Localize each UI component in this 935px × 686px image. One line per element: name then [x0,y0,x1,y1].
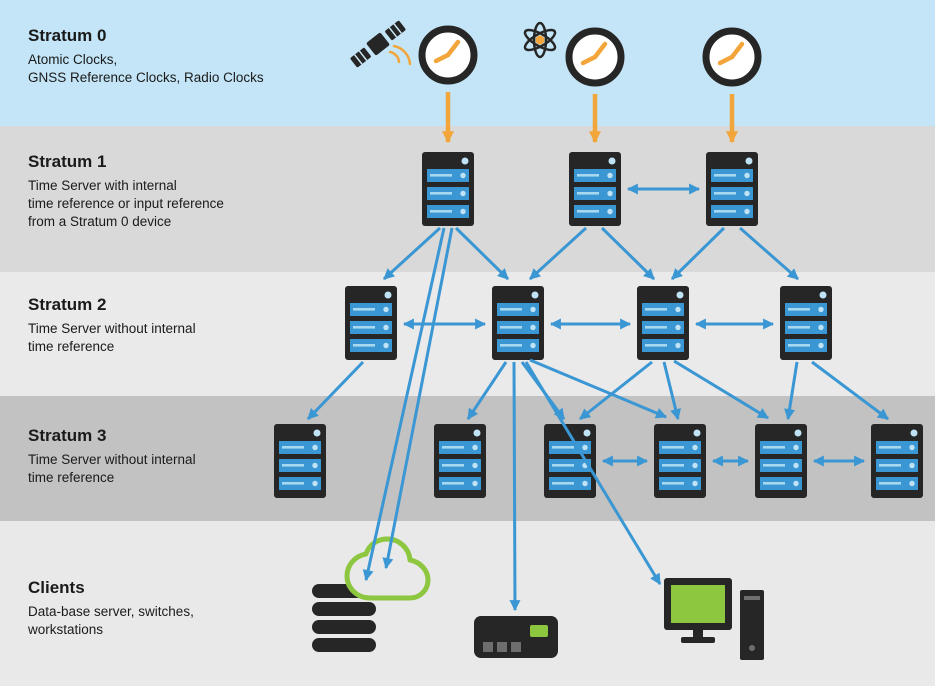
stratum3-server-2 [434,424,486,498]
reference-clock-icon-3 [706,31,758,83]
stratum1-label: Stratum 1 Time Server with internal time… [28,152,224,231]
reference-clock-icon-2 [569,31,621,83]
arrow-s2-4-s3-5 [784,361,799,421]
stratum3-label: Stratum 3 Time Server without internal t… [28,426,196,487]
stratum2-server-4 [780,286,832,360]
stratum2-server-2 [492,286,544,360]
stratum0-desc: Atomic Clocks, GNSS Reference Clocks, Ra… [28,52,264,86]
arrow-s2-3-s3-5 [673,359,769,420]
stratum1-server-1 [422,152,474,226]
band-stratum2 [0,272,935,396]
stratum3-server-1 [274,424,326,498]
arrow-s1-1-s2-2 [454,226,510,281]
stratum1-desc: Time Server with internal time reference… [28,178,224,230]
arrow-s1-1-s2-1 [382,226,442,281]
arrow-s2-3-s3-4 [662,361,681,421]
arrow-s1-1-database [362,227,446,582]
arrow-s2-3-s3-3 [579,360,653,421]
stratum1-title: Stratum 1 [28,152,107,171]
stratum2-server-1 [345,286,397,360]
network-switch-icon [474,616,558,658]
arrow-s2-2-workstation [524,361,662,585]
arrow-s2-4-s3-6 [811,360,889,421]
workstation-icon [664,578,764,660]
arrow-s2-1-s3-1 [306,360,365,421]
stratum3-server-6 [871,424,923,498]
arrow-s1-3-s2-4 [739,226,799,281]
stratum2-title: Stratum 2 [28,295,107,314]
arrow-s1-1-cloud [382,227,454,570]
arrow-s2-2-switch [509,361,521,612]
arrow-s2-2-s3-2 [466,361,508,420]
stratum3-server-5 [755,424,807,498]
gnss-satellite-icon [350,20,412,68]
stratum0-title: Stratum 0 [28,26,107,45]
stratum2-label: Stratum 2 Time Server without internal t… [28,295,196,356]
atomic-clock-icon [523,21,557,59]
clients-desc: Data-base server, switches, workstations [28,604,194,638]
stratum2-server-3 [637,286,689,360]
stratum3-server-4 [654,424,706,498]
clients-title: Clients [28,578,85,597]
arrow-s1-2-s2-3 [600,226,656,281]
arrow-s2-2-s3-4 [529,358,668,419]
database-server-icon [312,584,376,652]
stratum3-title: Stratum 3 [28,426,107,445]
arrow-s1-2-s2-2 [528,226,588,281]
stratum1-server-2 [569,152,621,226]
reference-clock-icon-1 [422,29,474,81]
arrow-s1-3-s2-3 [670,226,726,281]
stratum2-desc: Time Server without internal time refere… [28,321,196,355]
band-clients [0,521,935,686]
stratum3-desc: Time Server without internal time refere… [28,452,196,486]
clients-label: Clients Data-base server, switches, work… [28,578,194,639]
stratum1-server-3 [706,152,758,226]
stratum0-label: Stratum 0 Atomic Clocks, GNSS Reference … [28,26,264,87]
cloud-icon [344,536,431,601]
